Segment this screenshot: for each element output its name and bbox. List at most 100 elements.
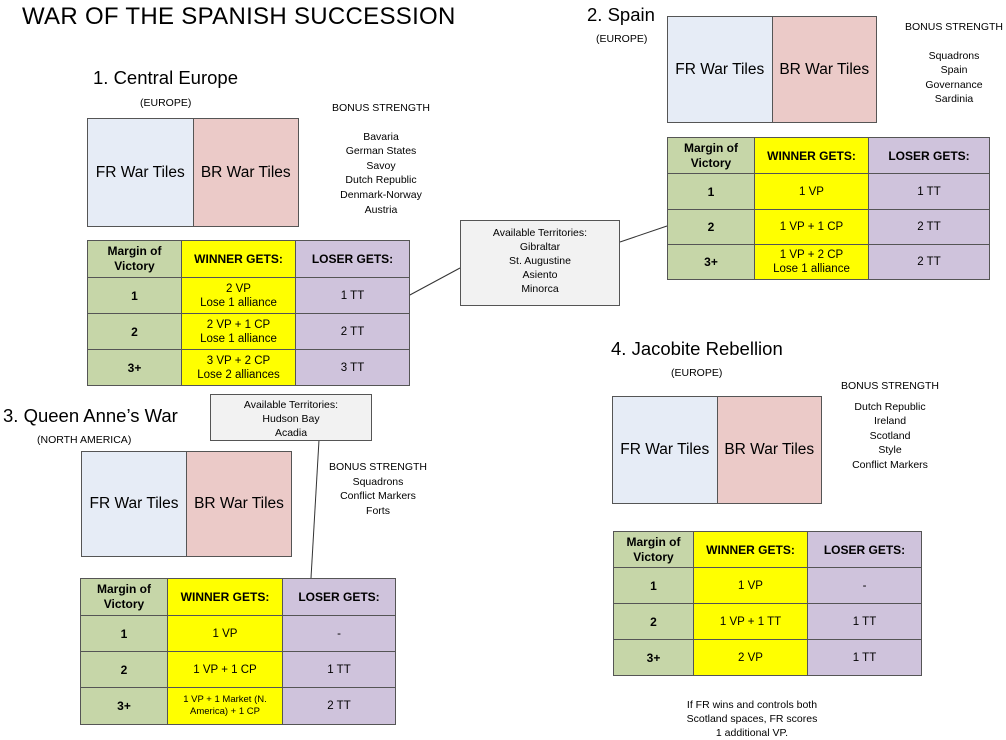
jacobite-rebellion-results-table: Margin of Victory WINNER GETS: LOSER GET…	[613, 531, 922, 676]
central-europe-bonus: BONUS STRENGTH Bavaria German States Sav…	[331, 101, 431, 217]
winner-cell: 1 VP + 1 Market (N.America) + 1 CP	[167, 687, 283, 725]
loser-cell: 2 TT	[282, 687, 396, 725]
margin-cell: 2	[667, 209, 755, 245]
spain-region: (EUROPE)	[596, 33, 648, 45]
bonus-strength-heading: BONUS STRENGTH	[331, 102, 430, 114]
jacobite-bonus-note: If FR wins and controls both Scotland sp…	[686, 699, 818, 739]
loser-header: LOSER GETS:	[282, 578, 396, 616]
table-row: 1 1 VP -	[613, 567, 922, 604]
winner-cell: 1 VP + 1 CP	[754, 209, 869, 245]
margin-cell: 1	[87, 277, 182, 314]
bonus-item: Ireland	[873, 415, 907, 428]
fr-war-tiles-box: FR War Tiles	[82, 452, 186, 556]
queen-annes-war-war-tiles: FR War Tiles BR War Tiles	[81, 451, 292, 557]
fr-war-tiles-box: FR War Tiles	[88, 119, 193, 226]
loser-cell: 2 TT	[868, 244, 990, 280]
bonus-item: Conflict Markers	[852, 458, 928, 471]
queen-annes-war-bonus: BONUS STRENGTH Squadrons Conflict Marker…	[327, 460, 429, 518]
loser-cell: 1 TT	[282, 651, 396, 688]
bonus-item: Governance	[925, 78, 983, 91]
queen-annes-war-region: (NORTH AMERICA)	[37, 434, 132, 446]
bonus-item: Squadrons	[352, 475, 404, 488]
page-title: WAR OF THE SPANISH SUCCESSION	[22, 3, 456, 30]
spain-war-tiles: FR War Tiles BR War Tiles	[667, 16, 877, 123]
bonus-item: Dutch Republic	[854, 400, 926, 413]
jacobite-rebellion-bonus: BONUS STRENGTH Dutch Republic Ireland Sc…	[838, 379, 942, 473]
winner-header: WINNER GETS:	[181, 240, 296, 278]
loser-cell: 2 TT	[868, 209, 990, 245]
margin-cell: 2	[613, 603, 694, 640]
margin-cell: 1	[80, 615, 168, 652]
br-war-tiles-box: BR War Tiles	[192, 119, 298, 226]
margin-header: Margin of Victory	[667, 137, 755, 174]
table-row: 1 1 VP -	[80, 615, 396, 652]
loser-header: LOSER GETS:	[807, 531, 922, 568]
margin-cell: 1	[667, 173, 755, 210]
queen-annes-war-results-table: Margin of Victory WINNER GETS: LOSER GET…	[80, 578, 396, 725]
queen-annes-war-heading: 3. Queen Anne’s War	[3, 405, 178, 426]
table-row: 3+ 1 VP + 1 Market (N.America) + 1 CP 2 …	[80, 687, 396, 725]
spain-results-table: Margin of Victory WINNER GETS: LOSER GET…	[667, 137, 990, 280]
br-war-tiles-box: BR War Tiles	[186, 452, 291, 556]
loser-cell: -	[807, 567, 922, 604]
margin-cell: 3+	[613, 639, 694, 676]
central-europe-war-tiles: FR War Tiles BR War Tiles	[87, 118, 299, 227]
bonus-item: Scotland	[869, 429, 911, 442]
table-row: 2 1 VP + 1 CP 2 TT	[667, 209, 990, 245]
loser-cell: 1 TT	[295, 277, 410, 314]
jacobite-rebellion-region: (EUROPE)	[671, 367, 723, 379]
loser-header: LOSER GETS:	[868, 137, 990, 174]
margin-header: Margin of Victory	[87, 240, 182, 278]
winner-cell: 1 VP + 1 CP	[167, 651, 283, 688]
bonus-item: Style	[878, 444, 902, 457]
fr-war-tiles-box: FR War Tiles	[613, 397, 717, 503]
loser-cell: 1 TT	[807, 639, 922, 676]
loser-header: LOSER GETS:	[295, 240, 410, 278]
bonus-item: Sardinia	[934, 93, 974, 106]
loser-cell: 3 TT	[295, 349, 410, 386]
margin-cell: 2	[87, 313, 182, 350]
bonus-item: Denmark-Norway	[340, 188, 422, 201]
margin-cell: 3+	[667, 244, 755, 280]
margin-header: Margin of Victory	[80, 578, 168, 616]
available-territories-america: Available Territories: Hudson Bay Acadia	[210, 394, 372, 441]
table-row: 1 1 VP 1 TT	[667, 173, 990, 210]
loser-cell: 1 TT	[868, 173, 990, 210]
central-europe-heading: 1. Central Europe	[93, 67, 239, 88]
winner-cell: 1 VP	[693, 567, 808, 604]
bonus-strength-heading: BONUS STRENGTH	[328, 461, 427, 473]
winner-cell: 1 VP + 1 TT	[693, 603, 808, 640]
table-row: 3+ 2 VP 1 TT	[613, 639, 922, 676]
winner-cell: 1 VP	[754, 173, 869, 210]
bonus-item: Forts	[366, 504, 390, 517]
table-row: 2 1 VP + 1 CP 1 TT	[80, 651, 396, 688]
winner-header: WINNER GETS:	[693, 531, 808, 568]
table-row: 2 1 VP + 1 TT 1 TT	[613, 603, 922, 640]
bonus-item: Austria	[364, 203, 398, 216]
jacobite-rebellion-war-tiles: FR War Tiles BR War Tiles	[612, 396, 822, 504]
winner-header: WINNER GETS:	[754, 137, 869, 174]
winner-cell: 1 VP	[167, 615, 283, 652]
loser-cell: 2 TT	[295, 313, 410, 350]
bonus-strength-heading: BONUS STRENGTH	[904, 21, 1003, 33]
spain-heading: 2. Spain	[587, 4, 655, 25]
bonus-item: Conflict Markers	[340, 490, 416, 503]
bonus-item: Dutch Republic	[345, 174, 417, 187]
fr-war-tiles-box: FR War Tiles	[668, 17, 772, 122]
margin-cell: 2	[80, 651, 168, 688]
bonus-item: German States	[345, 145, 417, 158]
bonus-item: Savoy	[366, 159, 396, 172]
loser-cell: -	[282, 615, 396, 652]
connector-america-territories-to-queen-annes-table	[310, 439, 320, 579]
connector-central-to-territories	[407, 267, 461, 297]
margin-cell: 1	[613, 567, 694, 604]
available-territories-europe: Available Territories: Gibraltar St. Aug…	[460, 220, 620, 306]
central-europe-region: (EUROPE)	[140, 97, 192, 109]
